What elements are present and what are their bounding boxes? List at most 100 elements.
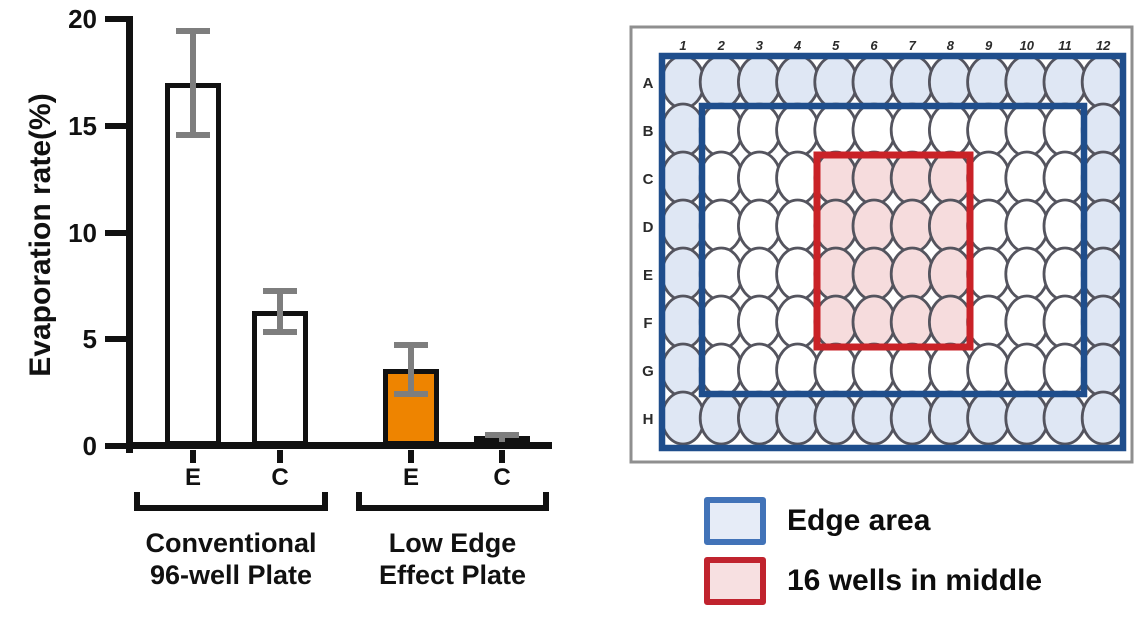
well-D7: [889, 198, 935, 254]
well-A5: [813, 54, 859, 110]
row-label-B: B: [643, 123, 654, 140]
well-G1: [660, 342, 706, 398]
group-label-line2: 96-well Plate: [149, 560, 313, 590]
well-H1: [660, 390, 706, 446]
well-F12: [1080, 294, 1126, 350]
well-C9: [966, 150, 1011, 206]
y-axis-tick: [105, 122, 130, 129]
well-E3: [737, 246, 782, 302]
well-D12: [1080, 198, 1126, 254]
column-label-3: 3: [756, 38, 764, 53]
well-A10: [1004, 54, 1050, 110]
edge-area-inner-rect: [698, 102, 1088, 398]
category-label: E: [184, 464, 201, 491]
y-axis-tick-label: 15: [68, 110, 97, 141]
well-G11: [1042, 342, 1088, 398]
well-D10: [1004, 198, 1050, 254]
group-bracket-riser-left: [134, 492, 140, 511]
well-A8: [928, 54, 973, 110]
y-axis-tick: [105, 443, 130, 449]
well-F7: [889, 294, 935, 350]
well-H11: [1042, 390, 1088, 446]
well-A11: [1042, 54, 1088, 110]
well-G9: [966, 342, 1011, 398]
well-D1: [660, 198, 706, 254]
well-E8: [928, 246, 973, 302]
well-B5: [813, 102, 859, 158]
well-H12: [1080, 390, 1126, 446]
y-axis-tick: [105, 16, 130, 22]
well-B3: [737, 102, 782, 158]
well-B6: [851, 102, 897, 158]
well-G5: [813, 342, 859, 398]
column-label-9: 9: [985, 38, 993, 53]
row-label-D: D: [643, 219, 654, 236]
well-H8: [928, 390, 973, 446]
x-axis-tick: [408, 450, 414, 463]
row-label-F: F: [643, 315, 652, 332]
well-D3: [737, 198, 782, 254]
well-A6: [851, 54, 897, 110]
group-label-line2: Effect Plate: [378, 560, 527, 590]
row-label-H: H: [643, 411, 654, 428]
error-bar-cap-top: [176, 27, 210, 34]
well-B4: [775, 102, 820, 158]
group-label-line1: Low Edge: [388, 528, 517, 558]
category-label: C: [271, 464, 289, 491]
error-bar-stem: [190, 29, 196, 137]
column-label-10: 10: [1020, 38, 1035, 53]
well-E5: [813, 246, 859, 302]
well-D9: [966, 198, 1011, 254]
edge-area-label: Edge area: [787, 503, 931, 537]
well-E10: [1004, 246, 1050, 302]
well-B2: [698, 102, 744, 158]
well-B7: [889, 102, 935, 158]
well-H4: [775, 390, 820, 446]
well-E7: [889, 246, 935, 302]
legend-item-middle-wells: 16 wells in middle: [704, 556, 1042, 605]
x-axis-tick: [499, 450, 505, 463]
y-axis-tick-label: 5: [82, 324, 97, 355]
error-bar-cap-top: [394, 341, 428, 348]
error-bar-cap-bottom: [394, 390, 428, 397]
row-label-E: E: [643, 267, 653, 284]
well-H5: [813, 390, 859, 446]
well-C1: [660, 150, 706, 206]
well-B10: [1004, 102, 1050, 158]
column-label-4: 4: [793, 38, 802, 53]
well-A4: [775, 54, 820, 110]
well-F1: [660, 294, 706, 350]
group-label-line1: Conventional: [145, 528, 317, 558]
well-G10: [1004, 342, 1050, 398]
column-label-6: 6: [870, 38, 878, 53]
well-G3: [737, 342, 782, 398]
well-C3: [737, 150, 782, 206]
well-C12: [1080, 150, 1126, 206]
error-bar-cap-bottom: [176, 132, 210, 139]
group-bracket-riser-left: [356, 492, 362, 511]
row-label-A: A: [643, 75, 654, 92]
well-D4: [775, 198, 820, 254]
well-C8: [928, 150, 973, 206]
x-axis-tick: [190, 450, 196, 463]
well-B12: [1080, 102, 1126, 158]
column-label-2: 2: [717, 38, 726, 53]
error-bar-stem: [277, 290, 283, 333]
well-G2: [698, 342, 744, 398]
error-bar-stem: [499, 434, 505, 446]
well-G6: [851, 342, 897, 398]
error-bar-cap-top: [263, 288, 297, 295]
well-F3: [737, 294, 782, 350]
column-label-5: 5: [832, 38, 840, 53]
middle-16-wells-rect: [813, 151, 974, 351]
well-E12: [1080, 246, 1126, 302]
column-label-7: 7: [909, 38, 917, 53]
well-H2: [698, 390, 744, 446]
well-B9: [966, 102, 1011, 158]
y-axis-tick: [105, 336, 130, 343]
y-axis-tick-label: 10: [68, 217, 97, 248]
middle-wells-label: 16 wells in middle: [787, 563, 1043, 597]
well-D6: [851, 198, 897, 254]
